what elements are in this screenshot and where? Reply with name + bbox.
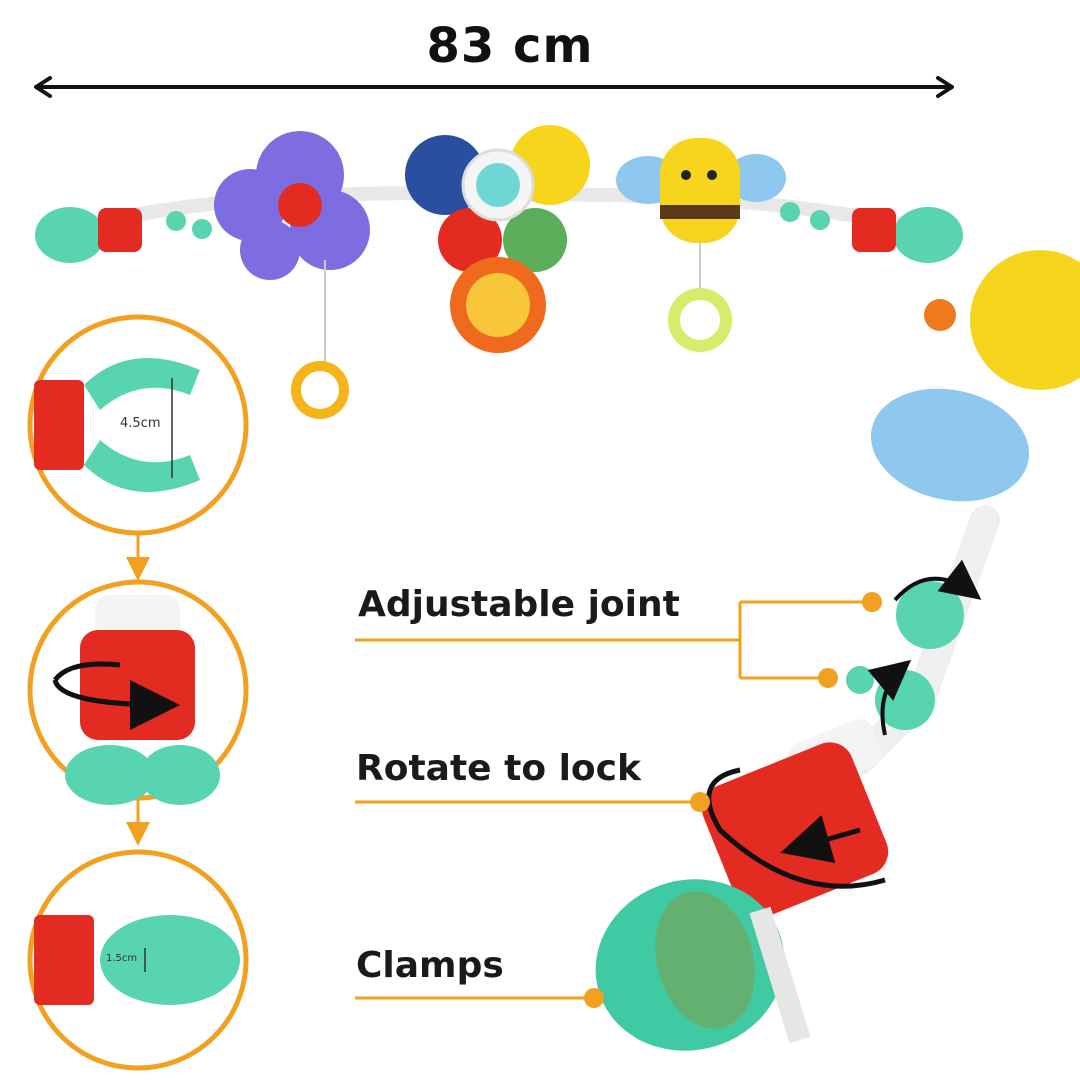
left-clamp-image [35, 207, 212, 263]
closed-width-label: 1.5cm [106, 953, 138, 964]
inset-open-clamp [27, 314, 249, 536]
double-arrow-icon [34, 76, 954, 98]
rotate-arrow-icon [893, 559, 982, 602]
callout-dot-icon [862, 592, 882, 612]
callout-clamps [355, 988, 604, 1008]
center-windmill-image [405, 125, 590, 353]
toy-arch [35, 125, 963, 419]
rotate-arrow-icon [706, 767, 886, 889]
length-title: 83 cm [426, 18, 594, 74]
rotate-to-lock-label: Rotate to lock [356, 748, 641, 789]
right-clamp-image [780, 202, 963, 263]
bee-image [616, 138, 786, 352]
inset-rotate-lock [27, 579, 249, 805]
adjustable-joint-label: Adjustable joint [358, 584, 680, 625]
rotate-arrow-icon [867, 659, 912, 736]
rotate-arrow-icon [52, 664, 170, 705]
purple-flower-image [214, 131, 370, 419]
open-width-label: 4.5cm [120, 416, 161, 431]
callout-rotate-to-lock [355, 792, 710, 812]
callout-adjustable-joint [355, 592, 882, 688]
callout-dot-icon [818, 668, 838, 688]
callout-dot-icon [690, 792, 710, 812]
callout-dot-icon [584, 988, 604, 1008]
clamps-label: Clamps [356, 945, 504, 986]
inset-closed-clamp [27, 849, 249, 1071]
closeup-arm [595, 250, 1080, 1051]
